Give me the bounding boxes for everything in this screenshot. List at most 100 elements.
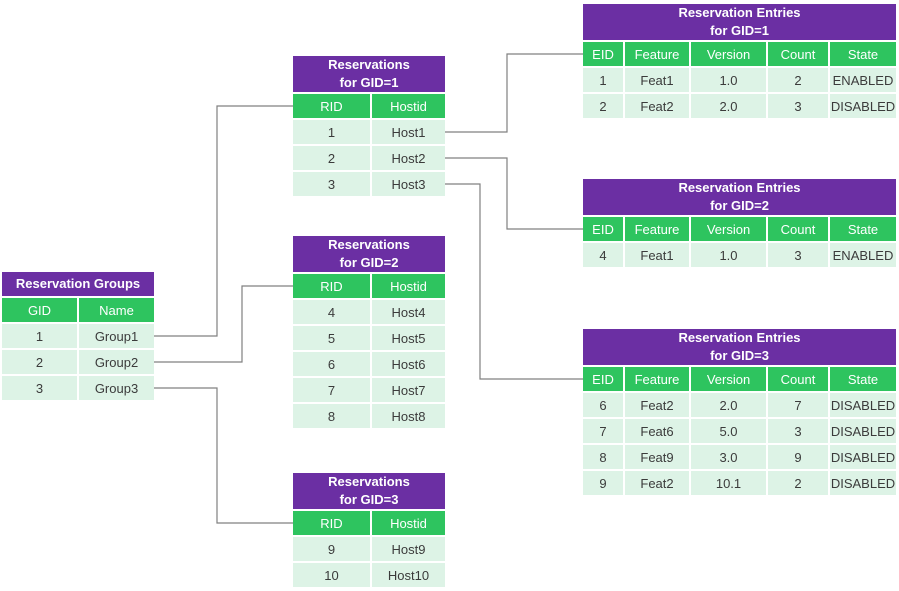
column-header-hostid: Hostid bbox=[372, 94, 445, 118]
cell-name: Group1 bbox=[79, 324, 154, 348]
cell-state: DISABLED bbox=[830, 445, 896, 469]
table-reservation-groups: Reservation Groups GID Name 1 Group1 2 G… bbox=[2, 272, 154, 400]
column-header-eid: EID bbox=[583, 367, 623, 391]
cell-count: 3 bbox=[768, 243, 828, 267]
connector-group3-to-res3 bbox=[154, 387, 293, 524]
table-row: 9 Host9 bbox=[293, 537, 445, 561]
cell-count: 3 bbox=[768, 94, 828, 118]
table-row: 6 Host6 bbox=[293, 352, 445, 376]
cell-version: 5.0 bbox=[691, 419, 766, 443]
table-title-line: for GID=3 bbox=[710, 348, 769, 363]
column-header-state: State bbox=[830, 217, 896, 241]
table-reservations-gid1: Reservations for GID=1 RID Hostid 1 Host… bbox=[293, 56, 445, 196]
column-header-hostid: Hostid bbox=[372, 511, 445, 535]
cell-state: DISABLED bbox=[830, 393, 896, 417]
cell-eid: 1 bbox=[583, 68, 623, 92]
column-header-feature: Feature bbox=[625, 217, 689, 241]
cell-eid: 9 bbox=[583, 471, 623, 495]
column-header-hostid: Hostid bbox=[372, 274, 445, 298]
cell-feature: Feat2 bbox=[625, 471, 689, 495]
table-title-line: Reservation Entries bbox=[678, 180, 801, 196]
connector-host1-to-ent1 bbox=[445, 53, 583, 133]
column-header-rid: RID bbox=[293, 94, 370, 118]
cell-feature: Feat1 bbox=[625, 243, 689, 267]
cell-hostid: Host6 bbox=[372, 352, 445, 376]
cell-eid: 6 bbox=[583, 393, 623, 417]
cell-feature: Feat2 bbox=[625, 393, 689, 417]
column-header-rid: RID bbox=[293, 274, 370, 298]
table-row: 2 Group2 bbox=[2, 350, 154, 374]
cell-hostid: Host5 bbox=[372, 326, 445, 350]
cell-version: 2.0 bbox=[691, 94, 766, 118]
cell-rid: 10 bbox=[293, 563, 370, 587]
table-title-line: Reservation Entries bbox=[678, 5, 801, 21]
cell-hostid: Host9 bbox=[372, 537, 445, 561]
cell-hostid: Host7 bbox=[372, 378, 445, 402]
cell-feature: Feat9 bbox=[625, 445, 689, 469]
column-header-row: EID Feature Version Count State bbox=[583, 217, 896, 241]
column-header-feature: Feature bbox=[625, 367, 689, 391]
table-title: Reservation Entries for GID=1 bbox=[583, 4, 896, 40]
table-entries-gid1: Reservation Entries for GID=1 EID Featur… bbox=[583, 4, 896, 118]
table-row: 8 Feat9 3.0 9 DISABLED bbox=[583, 445, 896, 469]
cell-gid: 2 bbox=[2, 350, 77, 374]
table-title-line: Reservations bbox=[328, 57, 410, 73]
table-row: 1 Group1 bbox=[2, 324, 154, 348]
connector-host3-to-ent3 bbox=[445, 183, 583, 380]
cell-rid: 1 bbox=[293, 120, 370, 144]
cell-state: DISABLED bbox=[830, 471, 896, 495]
table-title-line: for GID=2 bbox=[710, 198, 769, 213]
connector-group2-to-res2 bbox=[154, 285, 293, 363]
cell-rid: 5 bbox=[293, 326, 370, 350]
cell-version: 1.0 bbox=[691, 68, 766, 92]
table-row: 4 Feat1 1.0 3 ENABLED bbox=[583, 243, 896, 267]
cell-rid: 9 bbox=[293, 537, 370, 561]
cell-hostid: Host8 bbox=[372, 404, 445, 428]
table-entries-gid3: Reservation Entries for GID=3 EID Featur… bbox=[583, 329, 896, 495]
table-row: 1 Feat1 1.0 2 ENABLED bbox=[583, 68, 896, 92]
table-reservations-gid3: Reservations for GID=3 RID Hostid 9 Host… bbox=[293, 473, 445, 587]
table-title-line: for GID=1 bbox=[339, 75, 399, 90]
column-header-row: GID Name bbox=[2, 298, 154, 322]
cell-name: Group3 bbox=[79, 376, 154, 400]
cell-count: 9 bbox=[768, 445, 828, 469]
cell-rid: 3 bbox=[293, 172, 370, 196]
table-title-line: Reservation Groups bbox=[15, 276, 141, 292]
column-header-feature: Feature bbox=[625, 42, 689, 66]
cell-state: ENABLED bbox=[830, 68, 896, 92]
column-header-row: RID Hostid bbox=[293, 511, 445, 535]
cell-hostid: Host10 bbox=[372, 563, 445, 587]
cell-count: 2 bbox=[768, 68, 828, 92]
cell-feature: Feat6 bbox=[625, 419, 689, 443]
table-title-line: Reservation Entries bbox=[678, 330, 801, 346]
cell-rid: 8 bbox=[293, 404, 370, 428]
table-row: 1 Host1 bbox=[293, 120, 445, 144]
cell-feature: Feat2 bbox=[625, 94, 689, 118]
cell-version: 1.0 bbox=[691, 243, 766, 267]
table-row: 3 Host3 bbox=[293, 172, 445, 196]
cell-name: Group2 bbox=[79, 350, 154, 374]
column-header-count: Count bbox=[768, 217, 828, 241]
table-row: 8 Host8 bbox=[293, 404, 445, 428]
table-title: Reservation Groups bbox=[2, 272, 154, 296]
column-header-version: Version bbox=[691, 367, 766, 391]
table-title-line: Reservations bbox=[328, 237, 410, 253]
column-header-row: RID Hostid bbox=[293, 274, 445, 298]
table-reservations-gid2: Reservations for GID=2 RID Hostid 4 Host… bbox=[293, 236, 445, 428]
cell-hostid: Host1 bbox=[372, 120, 445, 144]
table-row: 2 Feat2 2.0 3 DISABLED bbox=[583, 94, 896, 118]
column-header-row: RID Hostid bbox=[293, 94, 445, 118]
cell-feature: Feat1 bbox=[625, 68, 689, 92]
table-row: 2 Host2 bbox=[293, 146, 445, 170]
cell-count: 3 bbox=[768, 419, 828, 443]
cell-rid: 2 bbox=[293, 146, 370, 170]
cell-eid: 8 bbox=[583, 445, 623, 469]
cell-hostid: Host4 bbox=[372, 300, 445, 324]
table-title-line: Reservations bbox=[328, 474, 410, 490]
table-title-line: for GID=1 bbox=[710, 23, 769, 38]
table-title: Reservations for GID=3 bbox=[293, 473, 445, 509]
column-header-row: EID Feature Version Count State bbox=[583, 42, 896, 66]
table-row: 5 Host5 bbox=[293, 326, 445, 350]
table-row: 7 Feat6 5.0 3 DISABLED bbox=[583, 419, 896, 443]
